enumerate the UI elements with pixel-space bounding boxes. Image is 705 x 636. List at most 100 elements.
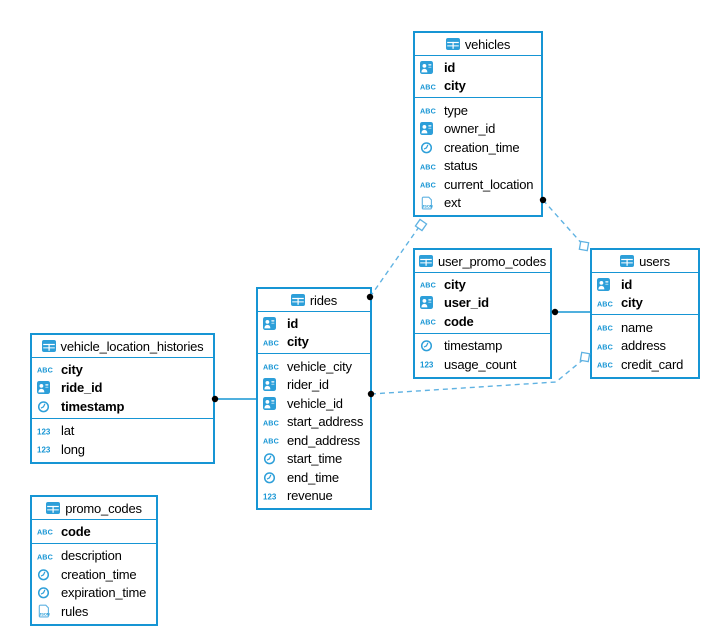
table-header-user_promo_codes[interactable]: user_promo_codes — [415, 250, 550, 273]
field-vehicles-id[interactable]: id — [415, 58, 541, 77]
text-type-icon: ABC — [37, 364, 57, 375]
endpoint-diamond — [579, 351, 591, 363]
svg-text:123: 123 — [263, 492, 277, 501]
field-rides-start_time[interactable]: start_time — [258, 450, 370, 469]
field-rides-end_time[interactable]: end_time — [258, 468, 370, 487]
text-type-icon: ABC — [420, 161, 440, 171]
id-badge-icon — [420, 60, 440, 74]
relationship-vehicle_location_histories-to-rides[interactable] — [211, 395, 258, 403]
field-promo_codes-expiration_time[interactable]: expiration_time — [32, 584, 156, 603]
field-vehicles-owner_id[interactable]: owner_id — [415, 120, 541, 139]
svg-text:ABC: ABC — [420, 181, 436, 190]
field-name: id — [621, 276, 633, 292]
field-name: vehicle_city — [287, 358, 352, 374]
field-name: creation_time — [61, 566, 137, 582]
json-type-icon: JSON — [420, 196, 440, 210]
field-users-id[interactable]: id — [592, 275, 698, 294]
table-grid-icon — [290, 294, 305, 306]
field-user_promo_codes-timestamp[interactable]: timestamp — [415, 337, 550, 356]
field-name: city — [444, 276, 466, 292]
table-grid-icon — [445, 38, 460, 50]
text-type-icon: ABC — [597, 322, 617, 333]
relationship-vehicles-to-users[interactable] — [539, 196, 590, 252]
field-name: ride_id — [61, 380, 103, 396]
svg-text:123: 123 — [420, 361, 434, 370]
table-grid-icon — [46, 502, 61, 514]
field-name: ext — [444, 195, 461, 211]
fields-promo_codes: ABC description creation_time expiration_ti… — [32, 544, 156, 624]
svg-text:ABC: ABC — [37, 552, 53, 561]
svg-text:ABC: ABC — [597, 342, 613, 351]
text-type-icon: ABC — [37, 551, 57, 561]
field-rides-vehicle_id[interactable]: vehicle_id — [258, 394, 370, 413]
id-badge-icon — [37, 381, 57, 395]
table-header-rides[interactable]: rides — [258, 289, 370, 312]
field-vehicles-ext[interactable]: JSON ext — [415, 194, 541, 213]
field-vehicles-creation_time[interactable]: creation_time — [415, 138, 541, 157]
text-type-icon: ABC — [263, 417, 283, 427]
table-header-vehicle_location_histories[interactable]: vehicle_location_histories — [32, 335, 213, 358]
table-header-users[interactable]: users — [592, 250, 698, 273]
field-name: rider_id — [287, 377, 329, 393]
field-user_promo_codes-city[interactable]: ABC city — [415, 275, 550, 294]
svg-text:ABC: ABC — [263, 437, 279, 446]
field-rides-id[interactable]: id — [258, 314, 370, 333]
text-type-icon: ABC — [420, 105, 440, 116]
relationship-user_promo_codes-to-users[interactable] — [551, 308, 592, 316]
id-badge-icon — [597, 277, 617, 291]
field-name: long — [61, 441, 85, 457]
table-header-vehicles[interactable]: vehicles — [415, 33, 541, 56]
field-name: id — [287, 315, 299, 331]
field-user_promo_codes-user_id[interactable]: user_id — [415, 294, 550, 313]
field-vehicle_location_histories-ride_id[interactable]: ride_id — [32, 379, 213, 398]
text-type-icon: ABC — [597, 359, 617, 370]
field-promo_codes-creation_time[interactable]: creation_time — [32, 565, 156, 584]
field-name: description — [61, 548, 122, 564]
text-type-icon: ABC — [420, 279, 440, 290]
svg-text:ABC: ABC — [420, 281, 436, 290]
table-header-promo_codes[interactable]: promo_codes — [32, 497, 156, 520]
svg-text:ABC: ABC — [420, 162, 436, 171]
svg-text:ABC: ABC — [37, 528, 53, 537]
table-grid-icon — [41, 340, 56, 352]
svg-text:ABC: ABC — [420, 82, 436, 91]
field-promo_codes-description[interactable]: ABC description — [32, 547, 156, 566]
text-type-icon: ABC — [263, 361, 283, 372]
text-type-icon: ABC — [597, 341, 617, 351]
id-badge-icon — [420, 122, 440, 136]
timestamp-icon — [37, 400, 57, 413]
field-rides-rider_id[interactable]: rider_id — [258, 376, 370, 395]
field-rides-vehicle_city[interactable]: ABC vehicle_city — [258, 357, 370, 376]
field-vehicle_location_histories-timestamp[interactable]: timestamp — [32, 397, 213, 416]
table-title: vehicle_location_histories — [60, 338, 204, 354]
number-type-icon: 123 — [263, 491, 283, 501]
field-name: expiration_time — [61, 585, 147, 601]
field-name: rules — [61, 603, 89, 619]
